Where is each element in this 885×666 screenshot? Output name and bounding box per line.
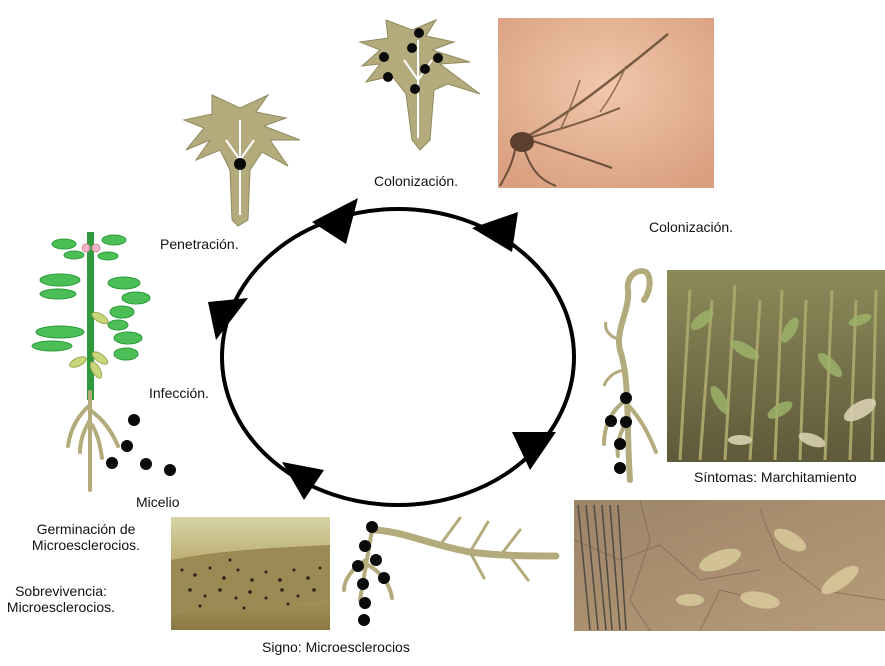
label-colonizacion-right: Colonización.: [649, 219, 734, 235]
sclerotium: [128, 414, 140, 426]
root-signo-illustration: [342, 516, 560, 602]
photo-wilted-field: [667, 270, 885, 462]
label-germinacion-line2: Microesclerocios.: [31, 537, 141, 553]
label-germinacion: Germinación de Microesclerocios.: [24, 521, 148, 553]
micelio-sclerotia: [106, 414, 176, 476]
sclerotium: [614, 462, 626, 474]
sclerotium: [359, 597, 371, 609]
sclerotium: [357, 578, 369, 590]
photo-infected-root: [498, 18, 714, 188]
sclerotium: [379, 52, 389, 62]
sclerotium: [121, 440, 133, 452]
sclerotium: [620, 392, 632, 404]
sclerotium: [378, 572, 390, 584]
label-sintomas: Síntomas: Marchitamiento: [694, 469, 857, 485]
sclerotium: [358, 614, 370, 626]
sclerotium: [359, 540, 371, 552]
label-colonizacion-top: Colonización.: [374, 173, 459, 189]
wilted-plant-illustration: [602, 268, 658, 483]
sclerotium: [234, 158, 246, 170]
sclerotium: [407, 43, 417, 53]
sclerotium: [414, 28, 424, 38]
label-sobrevivencia-line1: Sobrevivencia:: [15, 583, 107, 599]
sclerotium: [605, 415, 617, 427]
healthy-plant-illustration: [31, 232, 151, 492]
label-micelio: Micelio: [136, 494, 180, 510]
cycle-ring: [220, 207, 576, 507]
cycle-arrow-bottom-left: [282, 462, 324, 500]
sclerotium: [164, 464, 176, 476]
cycle-arrow-top-left: [312, 198, 358, 244]
sclerotium: [614, 438, 626, 450]
root-penetracion-illustration: [182, 93, 301, 227]
label-germinacion-line1: Germinación de: [36, 521, 136, 537]
photo-microsclerotia-stem: [171, 517, 330, 630]
cycle-arrows: [208, 198, 556, 500]
sclerotium: [352, 560, 364, 572]
cycle-arrow-left: [208, 298, 248, 340]
root-colonizacion-illustration: [358, 18, 481, 151]
label-sobrevivencia: Sobrevivencia: Microesclerocios.: [2, 583, 120, 615]
label-signo: Signo: Microesclerocios: [262, 639, 410, 655]
sclerotium: [370, 554, 382, 566]
cycle-arrow-right: [512, 432, 556, 470]
cycle-arrow-top-right: [472, 212, 518, 252]
sclerotium: [366, 521, 378, 533]
photo-dry-plants: [573, 499, 885, 632]
sclerotium: [410, 84, 420, 94]
signo-sclerotia: [352, 521, 390, 626]
label-penetracion: Penetración.: [160, 236, 239, 252]
sclerotium: [433, 53, 443, 63]
label-infeccion: Infección.: [149, 385, 209, 401]
wilted-plant-sclerotia: [605, 392, 632, 474]
label-sobrevivencia-line2: Microesclerocios.: [6, 599, 116, 615]
sclerotium: [106, 457, 118, 469]
sclerotium: [620, 416, 632, 428]
sclerotium: [140, 458, 152, 470]
sclerotium: [383, 72, 393, 82]
sclerotium: [420, 64, 430, 74]
